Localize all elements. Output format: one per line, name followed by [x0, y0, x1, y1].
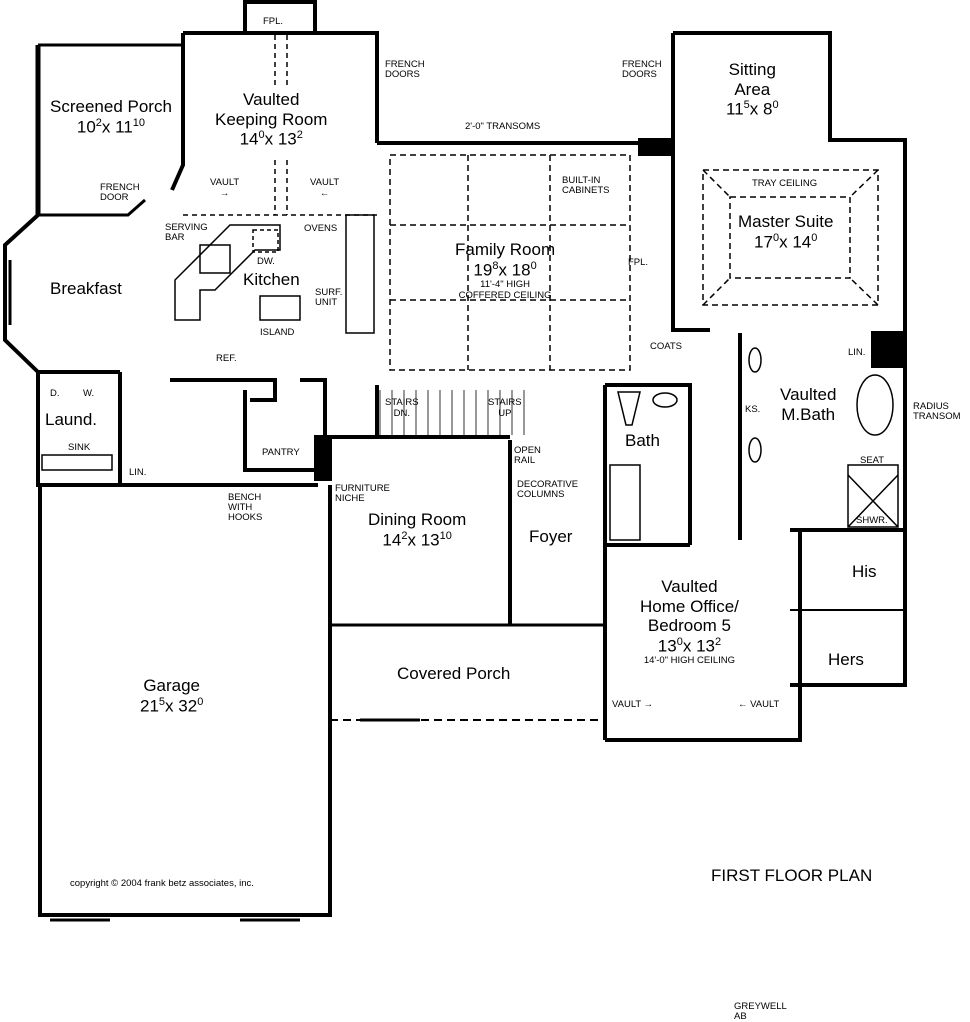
radius-transom-note: RADIUS TRANSOM	[913, 401, 961, 422]
kneespace-note: KS.	[745, 404, 761, 415]
pantry-note: PANTRY	[262, 447, 300, 458]
room-dimensions: 140x 132	[239, 129, 303, 149]
his-closet-label: His	[852, 562, 877, 581]
family-fireplace-note: FPL.	[628, 257, 649, 268]
home-office-label: Vaulted Home Office/ Bedroom 5 130x 132 …	[640, 577, 739, 667]
family-room-label: Family Room 198x 180 11'-4" HIGH COFFERE…	[455, 240, 555, 302]
room-dimensions: 142x 1310	[382, 529, 452, 550]
french-doors-note: FRENCH DOORS	[622, 59, 662, 80]
room-dimensions: 130x 132	[657, 635, 722, 656]
screened-porch-label: Screened Porch 102x 1110	[50, 97, 172, 137]
vault-left-note: VAULT→	[210, 177, 240, 199]
room-name: Screened Porch	[50, 97, 172, 116]
surface-unit-note: SURF. UNIT	[315, 287, 343, 308]
keeping-fireplace-wall	[243, 0, 317, 33]
french-door-note: FRENCH DOOR	[100, 182, 140, 203]
sitting-area-label: Sitting Area 115x 80	[726, 60, 779, 119]
keeping-room-wall	[183, 31, 379, 143]
ceiling-note: 11'-4" HIGH	[480, 278, 530, 290]
shower-note: SHWR.	[856, 515, 888, 526]
coats-note: COATS	[650, 341, 683, 352]
room-name: Master Suite	[738, 212, 834, 231]
master-bath-label: Vaulted M.Bath	[780, 385, 836, 424]
room-dimensions: 215x 320	[140, 695, 204, 716]
room-name: Bedroom 5	[647, 616, 732, 636]
island-note: ISLAND	[260, 327, 295, 338]
linen-note: LIN.	[848, 347, 866, 358]
serving-bar-note: SERVING BAR	[165, 222, 208, 243]
fireplace-note: FPL.	[263, 16, 284, 27]
room-dimensions: 115x 80	[726, 99, 779, 119]
furniture-niche-note: FURNITURE NICHE	[335, 483, 390, 504]
room-name: Dining Room	[368, 510, 467, 529]
washer-note: W.	[83, 388, 95, 399]
dryer-note: D.	[50, 388, 60, 399]
kitchen-label: Kitchen	[243, 270, 300, 289]
seat-note: SEAT	[860, 455, 885, 466]
bench-note: BENCH WITH HOOKS	[228, 492, 263, 523]
open-rail-note: OPEN RAIL	[514, 445, 541, 466]
room-name: Sitting	[728, 60, 776, 79]
plan-name: GREYWELL	[734, 1001, 787, 1012]
refrigerator-note: REF.	[216, 353, 237, 364]
decorative-columns-note: DECORATIVE COLUMNS	[517, 479, 579, 500]
plan-title: FIRST FLOOR PLAN	[711, 866, 873, 885]
french-doors-note: FRENCH DOORS	[385, 59, 425, 80]
room-dimensions: 102x 1110	[76, 116, 146, 137]
foyer-label: Foyer	[529, 527, 573, 546]
bath-label: Bath	[625, 431, 660, 450]
room-name: Vaulted	[661, 577, 718, 596]
room-name: Vaulted	[243, 90, 300, 109]
transoms-note: 2'-0" TRANSOMS	[465, 121, 541, 132]
room-name: Vaulted	[780, 385, 837, 404]
master-suite-label: Master Suite 170x 140	[738, 212, 833, 252]
room-name: Home Office/	[640, 596, 739, 616]
ovens-note: OVENS	[304, 223, 338, 234]
room-name: Family Room	[455, 240, 556, 259]
plan-code: AB	[734, 1010, 747, 1022]
copyright-note: copyright © 2004 frank betz associates, …	[70, 878, 254, 889]
sink-note: SINK	[68, 442, 91, 453]
room-dimensions: 198x 180	[473, 259, 537, 280]
ceiling-note: 14'-0" HIGH CEILING	[643, 654, 736, 666]
vault-left-note: VAULT →	[612, 699, 654, 710]
vault-right-note: ← VAULT	[738, 699, 780, 710]
dishwasher-note: DW.	[257, 256, 275, 267]
breakfast-label: Breakfast	[50, 279, 122, 298]
ceiling-note: COFFERED CEILING	[458, 289, 552, 301]
room-name: M.Bath	[781, 404, 836, 424]
room-name: Keeping Room	[215, 109, 328, 129]
keeping-room-label: Vaulted Keeping Room 140x 132	[215, 90, 327, 149]
laundry-label: Laund.	[45, 410, 97, 429]
room-name: Garage	[143, 676, 201, 695]
linen-note: LIN.	[129, 467, 147, 478]
dining-room-label: Dining Room 142x 1310	[368, 510, 466, 550]
room-name: Area	[734, 79, 771, 99]
hers-closet-label: Hers	[828, 650, 864, 669]
garage-label: Garage 215x 320	[140, 676, 203, 716]
vault-right-note: VAULT←	[310, 177, 340, 199]
room-dimensions: 170x 140	[754, 231, 818, 252]
built-in-cabinets-note: BUILT-IN CABINETS	[562, 175, 610, 196]
tray-ceiling-note: TRAY CEILING	[752, 178, 818, 189]
covered-porch-label: Covered Porch	[397, 664, 511, 683]
